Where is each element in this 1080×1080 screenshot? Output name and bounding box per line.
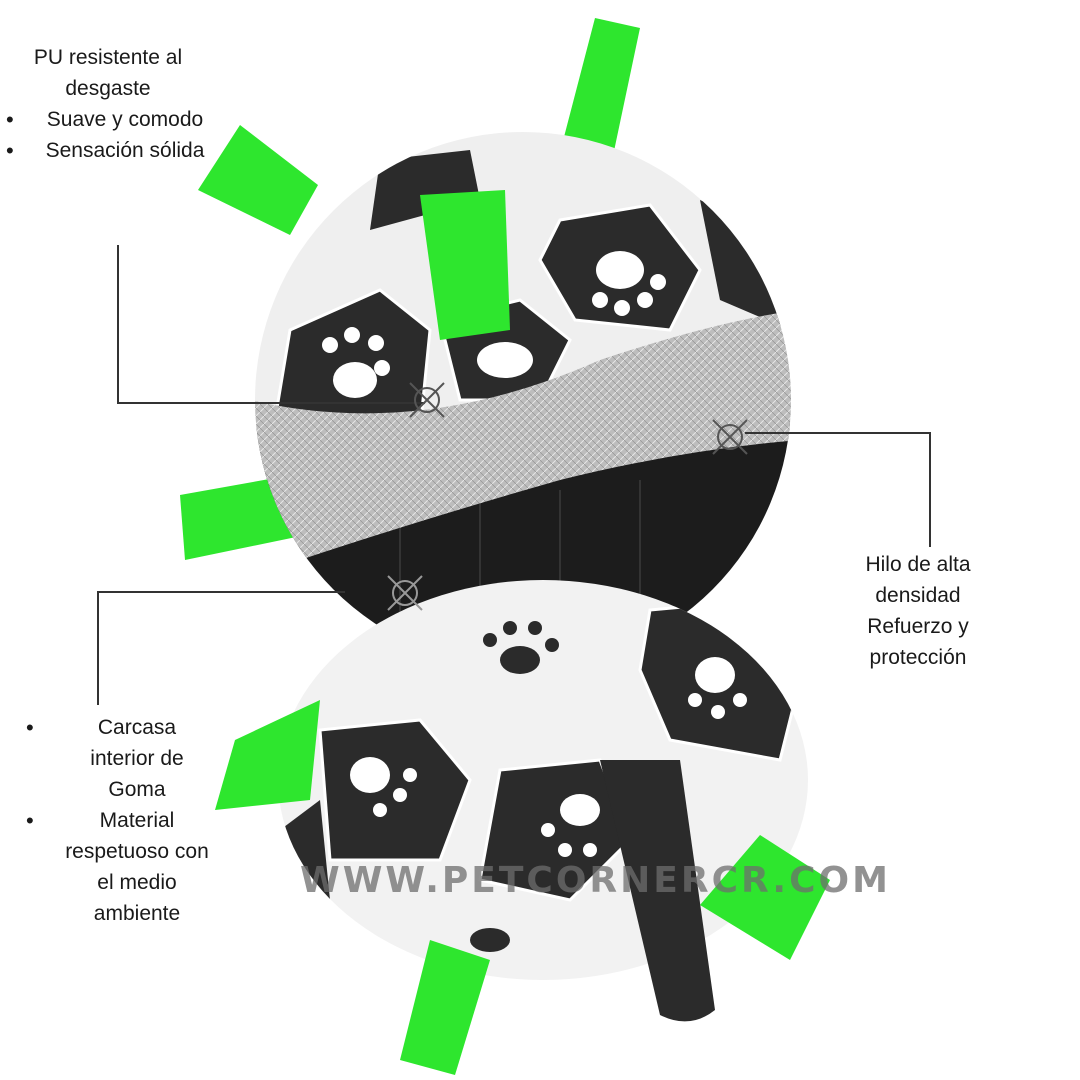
label-line: Hilo de alta [865, 553, 971, 576]
strap-top-right [558, 18, 640, 170]
strap-front [420, 190, 510, 340]
strap-top-left [198, 125, 318, 235]
strap-bottom [400, 940, 490, 1075]
label-rubber-shell: Carcasa interior de Goma Material respet… [26, 712, 210, 929]
watermark: WWW.PETCORNERCR.COM [300, 860, 891, 901]
bullet-item: Material respetuoso con el medio ambient… [26, 805, 210, 929]
strap-bottom-left [215, 700, 320, 810]
label-line: protección [869, 646, 967, 669]
label-line: Refuerzo y [867, 615, 969, 638]
bullet-item: Carcasa interior de Goma [26, 712, 210, 805]
target-markers [387, 382, 748, 611]
label-heading: PU resistente al desgaste [33, 46, 183, 100]
strap-dark [600, 760, 715, 1022]
label-pu-material: PU resistente al desgaste Suave y comodo… [6, 42, 206, 166]
strap-bottom-right [700, 835, 830, 960]
label-thread: Hilo de alta densidad Refuerzo y protecc… [820, 549, 1016, 673]
connector-lines [97, 245, 931, 705]
bullet-item: Suave y comodo [6, 104, 206, 135]
label-line: densidad [875, 584, 961, 607]
bullet-item: Sensación sólida [6, 135, 206, 166]
